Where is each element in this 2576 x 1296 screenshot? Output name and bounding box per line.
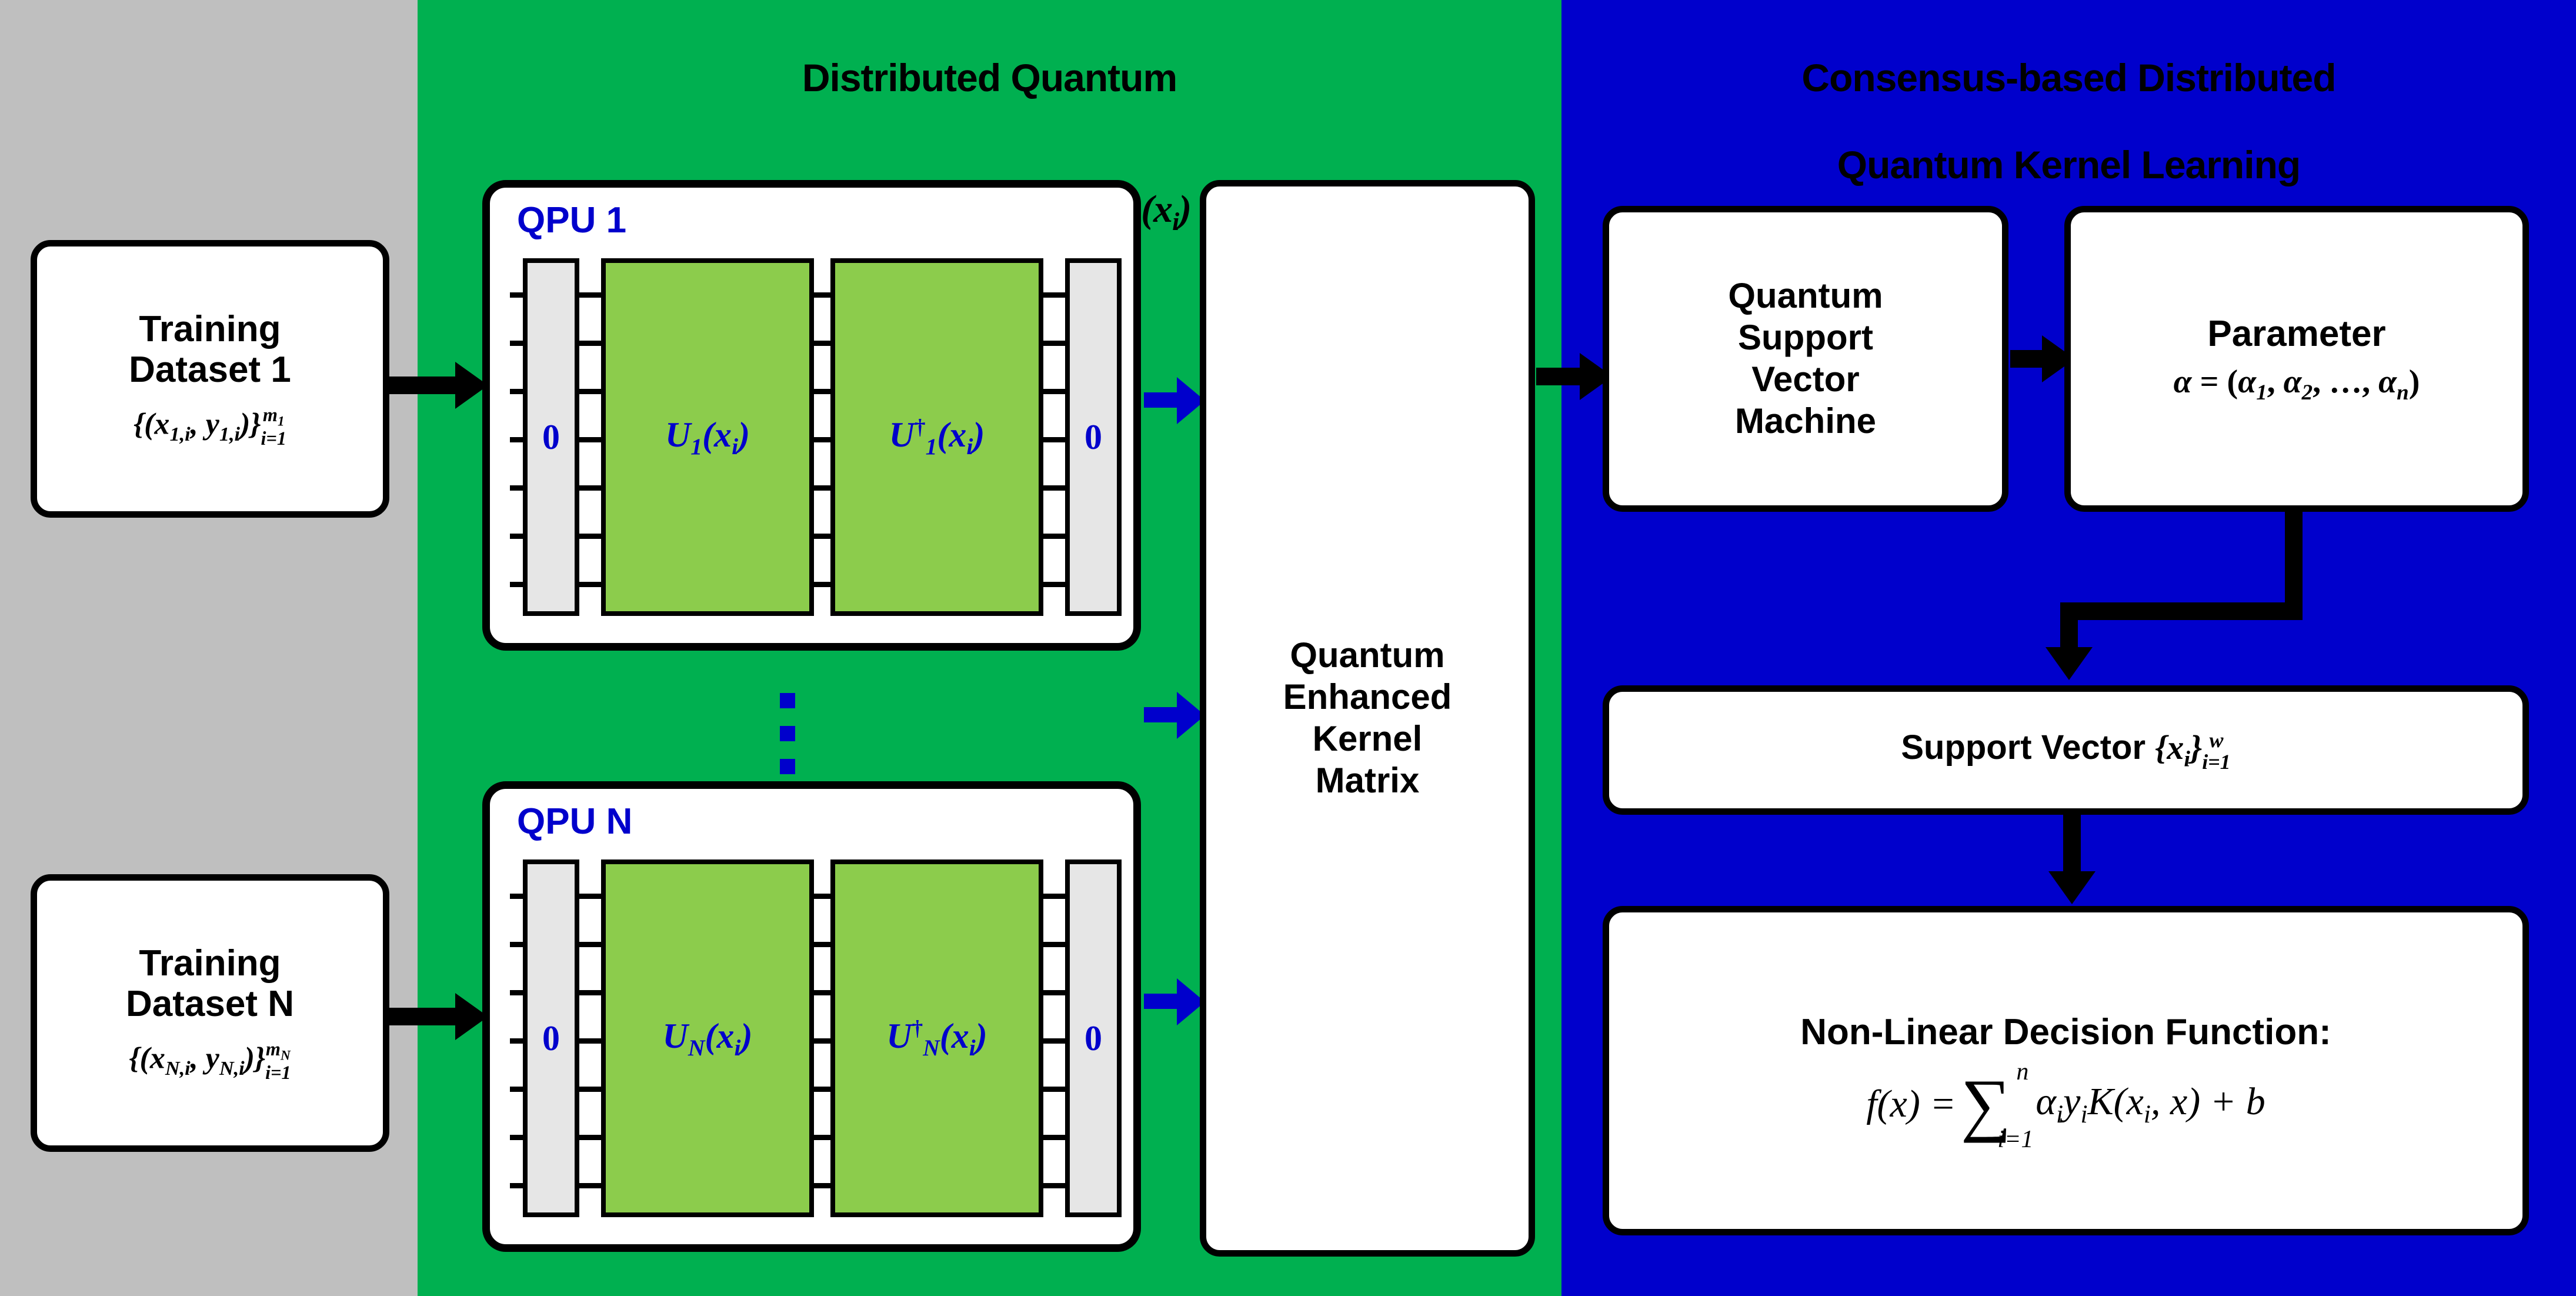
arrow-shaft-horizontal — [2060, 602, 2303, 620]
green-title-line1: Distributed Quantum — [802, 55, 1177, 99]
parameter-card[interactable]: Parameter α = (α1, α2, …, αn) — [2064, 206, 2529, 512]
parameter-formula: α = (α1, α2, …, αn) — [2173, 363, 2420, 405]
support-vector-sup: w — [2209, 728, 2224, 752]
gate-label: U†1(xi) — [889, 415, 985, 459]
ellipsis-dot — [780, 759, 795, 774]
arrow-shaft — [2010, 350, 2047, 368]
qpu-1-label: QPU 1 — [517, 200, 627, 241]
qpu-1-feature-map-gate: U1(xi) — [601, 258, 814, 616]
dataset-n-sublimit: i=1 — [265, 1061, 291, 1083]
dataset-n-title: Training Dataset N — [126, 943, 294, 1024]
qpu-n-label: QPU N — [517, 801, 633, 842]
qpu-n-card[interactable]: QPU N 0 UN(xi) U†N(xi) 0 — [482, 781, 1141, 1252]
arrow-shaft — [2063, 815, 2081, 876]
arrow-dataset1-to-qpu1 — [389, 362, 492, 409]
qubit-wire — [510, 437, 1122, 442]
arrow-shaft — [1536, 368, 1584, 385]
dataset-1-sup: m1 — [262, 404, 285, 429]
qubit-wire — [510, 292, 1122, 298]
qpu-1-card[interactable]: QPU 1 0 U1(xi) U†1(xi) 0 — [482, 180, 1141, 651]
qubit-wire — [510, 389, 1122, 394]
arrow-parameter-to-support-vector — [2026, 511, 2303, 687]
qubit-wire — [510, 485, 1122, 491]
qubit-wire — [510, 341, 1122, 346]
qubit-wire — [510, 990, 1122, 995]
support-vector-sublimit: i=1 — [2202, 749, 2231, 774]
decision-function-title: Non-Linear Decision Function: — [1800, 1012, 2331, 1053]
dataset-1-title: Training Dataset 1 — [129, 309, 291, 390]
dataset-1-sublimit: i=1 — [261, 427, 286, 449]
qubit-wire — [510, 534, 1122, 539]
qpu-1-circuit: 0 U1(xi) U†1(xi) 0 — [510, 258, 1122, 616]
arrow-support-vector-to-decision — [2046, 815, 2098, 908]
dataset-n-sup: mN — [265, 1038, 291, 1064]
arrow-shaft — [389, 377, 460, 394]
arrow-shaft — [1144, 994, 1180, 1009]
arrow-shaft — [389, 1008, 460, 1025]
qpu-n-circuit: 0 UN(xi) U†N(xi) 0 — [510, 859, 1122, 1217]
arrow-shaft-vertical-right — [2285, 511, 2303, 620]
quantum-enhanced-kernel-matrix-card[interactable]: Quantum Enhanced Kernel Matrix — [1200, 180, 1535, 1257]
arrow-mid-to-kernel — [1144, 692, 1209, 739]
qsvm-label: Quantum Support Vector Machine — [1728, 276, 1883, 441]
qubit-wire — [510, 1038, 1122, 1044]
dagger-icon: † — [912, 1016, 923, 1041]
qpu-1-measure-gate: 0 — [1065, 258, 1122, 616]
qubit-wire — [510, 1183, 1122, 1188]
qpu-n-init-state-gate: 0 — [523, 859, 579, 1217]
quantum-support-vector-machine-card[interactable]: Quantum Support Vector Machine — [1603, 206, 2008, 512]
arrow-shaft — [1144, 392, 1180, 408]
ellipsis-dot — [780, 693, 795, 708]
arrow-kernel-to-qsvm — [1536, 353, 1613, 400]
arrow-shaft-vertical-left — [2060, 602, 2078, 652]
qubit-wire — [510, 1135, 1122, 1140]
qpu-1-adjoint-gate: U†1(xi) — [830, 258, 1043, 616]
qubit-wire — [510, 1087, 1122, 1092]
qubit-wire — [510, 582, 1122, 587]
gate-label: UN(xi) — [662, 1016, 753, 1061]
section-title-kernel-learning: Consensus-based Distributed Quantum Kern… — [1561, 13, 2576, 231]
kernel-matrix-label: Quantum Enhanced Kernel Matrix — [1283, 635, 1452, 800]
gate-label: U†N(xi) — [886, 1016, 987, 1061]
arrow-datasetN-to-qpuN — [389, 993, 492, 1040]
ellipsis-dot — [780, 726, 795, 741]
sum-upper-limit: n — [2016, 1058, 2029, 1086]
qpu-n-feature-map-gate: UN(xi) — [601, 859, 814, 1217]
decision-function-card[interactable]: Non-Linear Decision Function: f(x) = n∑i… — [1603, 906, 2529, 1235]
blue-title-line1: Consensus-based Distributed — [1801, 55, 2336, 99]
arrow-shaft — [1144, 707, 1180, 722]
qpu-1-init-state-gate: 0 — [523, 258, 579, 616]
parameter-title: Parameter — [2207, 313, 2386, 354]
qubit-wire — [510, 894, 1122, 899]
arrow-head — [2046, 647, 2093, 680]
blue-title-line2: Quantum Kernel Learning — [1837, 142, 2301, 186]
qpu-n-measure-gate: 0 — [1065, 859, 1122, 1217]
gate-label: U1(xi) — [665, 415, 750, 459]
arrow-qpu1-to-kernel — [1144, 377, 1209, 424]
arrow-qpuN-to-kernel — [1144, 978, 1209, 1025]
arrow-head — [2048, 871, 2095, 904]
sum-lower-limit: i=1 — [1997, 1125, 2034, 1153]
qpu-n-adjoint-gate: U†N(xi) — [830, 859, 1043, 1217]
qubit-wire — [510, 942, 1122, 947]
summation-symbol: n∑i=1 — [1960, 1058, 2034, 1153]
dagger-icon: † — [914, 415, 926, 439]
decision-term: αiyiK(xi, x) + b — [2036, 1080, 2265, 1129]
qpu-ellipsis-icon — [780, 693, 795, 792]
